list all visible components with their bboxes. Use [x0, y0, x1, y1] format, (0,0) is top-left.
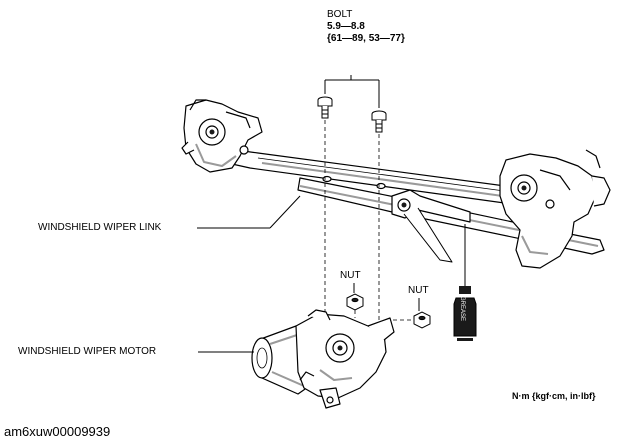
nut-left: [346, 293, 364, 311]
grease-tube-icon: [453, 224, 477, 341]
units-note: N·m {kgf·cm, in·lbf}: [512, 391, 596, 401]
bolt-right: [371, 110, 387, 133]
assembly-dashed-lines: [324, 120, 412, 328]
windshield-wiper-motor: [251, 309, 395, 409]
windshield-wiper-link: [181, 99, 611, 269]
grease-label: GREASE: [459, 296, 465, 322]
bolt-label: BOLT: [327, 9, 353, 20]
bolt-left: [317, 96, 333, 119]
windshield-wiper-motor-label: WINDSHIELD WIPER MOTOR: [18, 346, 157, 357]
bolt-torque-nm: 5.9—8.8: [327, 21, 365, 32]
nut-right: [413, 311, 431, 329]
figure-id: am6xuw00009939: [4, 424, 111, 439]
windshield-wiper-link-label: WINDSHIELD WIPER LINK: [38, 222, 162, 233]
nut-label-right: NUT: [408, 285, 429, 296]
nut-label-left: NUT: [340, 270, 361, 281]
label-leaders: [197, 195, 420, 353]
bolt-torque-alt-units: {61—89, 53—77}: [327, 33, 405, 44]
bolt-callout-leader: [324, 75, 380, 108]
